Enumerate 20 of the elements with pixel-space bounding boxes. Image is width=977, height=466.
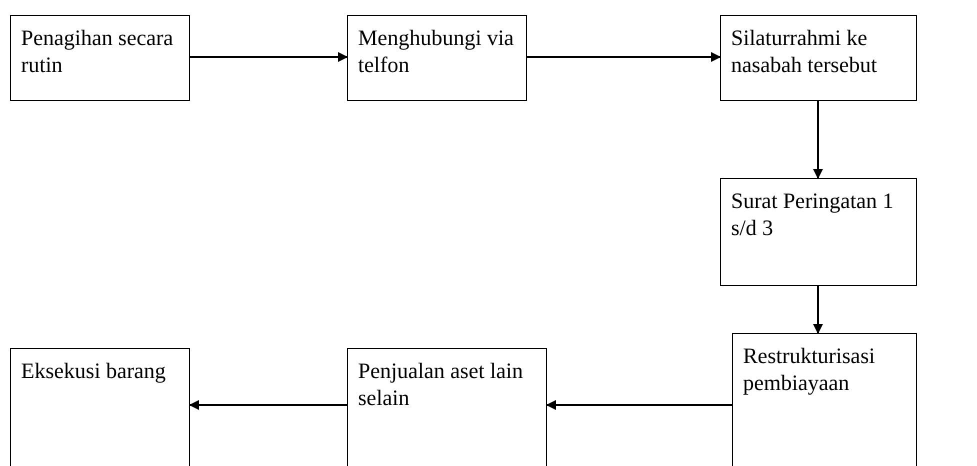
box-text: Menghubungi via telfon <box>358 24 515 78</box>
process-box <box>10 348 190 466</box>
arrow <box>813 286 823 334</box>
process-box <box>347 348 547 466</box>
process-box <box>720 178 917 286</box>
arrow <box>546 400 732 410</box>
process-box <box>347 15 527 101</box>
arrow <box>813 101 823 179</box>
box-text: Restrukturisasi pembiayaan <box>743 342 876 396</box>
box-text: Penagihan secara rutin <box>21 24 174 78</box>
box-text: Surat Peringatan 1 s/d 3 <box>731 187 895 241</box>
box-text: Penjualan aset lain selain <box>358 357 524 411</box>
process-box <box>720 15 917 101</box>
arrow <box>527 52 721 62</box>
box-text: Eksekusi barang <box>21 357 167 384</box>
process-box <box>732 333 917 466</box>
arrow <box>189 400 347 410</box>
process-box <box>10 15 190 101</box>
box-text: Silaturrahmi ke nasabah tersebut <box>731 24 878 78</box>
arrow <box>190 52 348 62</box>
